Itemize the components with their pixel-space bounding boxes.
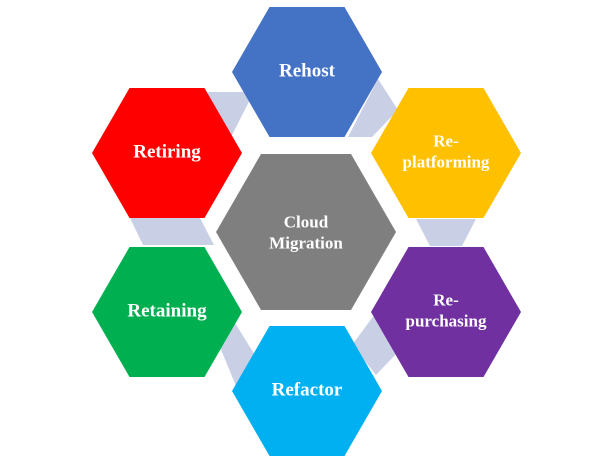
hexagon-layer: RehostRe-platformingRe-purchasingRefacto… [92, 7, 521, 456]
hexagon-replatforming-shape [371, 88, 521, 218]
hexagon-retiring-label-line: Retiring [133, 141, 201, 162]
hexagon-repurchasing-label-line: purchasing [406, 311, 487, 330]
hexagon-retaining-shape [92, 247, 242, 377]
hexagon-rehost-shape [232, 7, 382, 137]
hexagon-rehost: Rehost [232, 7, 382, 137]
connector-shape [130, 218, 214, 245]
hexagon-rehost-label-line: Rehost [279, 60, 336, 81]
hexagon-replatforming-label-line: platforming [403, 152, 490, 171]
hexagon-retaining: Retaining [92, 247, 242, 377]
hexagon-cloud-migration-label-line: Cloud [284, 213, 329, 232]
hexagon-repurchasing-shape [371, 247, 521, 377]
hexagon-refactor-shape [232, 326, 382, 456]
hexagon-cloud-migration-label-line: Migration [269, 233, 343, 252]
hexagon-refactor-label-line: Refactor [272, 379, 343, 400]
connector-shape [352, 314, 398, 375]
hexagon-replatforming: Re-platforming [371, 88, 521, 218]
hexagon-refactor: Refactor [232, 326, 382, 456]
connector-shape [348, 79, 398, 137]
hexagon-cloud-migration-shape [216, 154, 396, 310]
hexagon-replatforming-label-line: Re- [433, 132, 459, 151]
connector-shape [416, 219, 476, 246]
hexagon-retaining-label-line: Retaining [127, 300, 207, 321]
hexagon-retiring: Retiring [92, 88, 242, 218]
hexagon-repurchasing-label-line: Re- [433, 291, 459, 310]
hexagon-repurchasing: Re-purchasing [371, 247, 521, 377]
hexagon-retiring-shape [92, 88, 242, 218]
